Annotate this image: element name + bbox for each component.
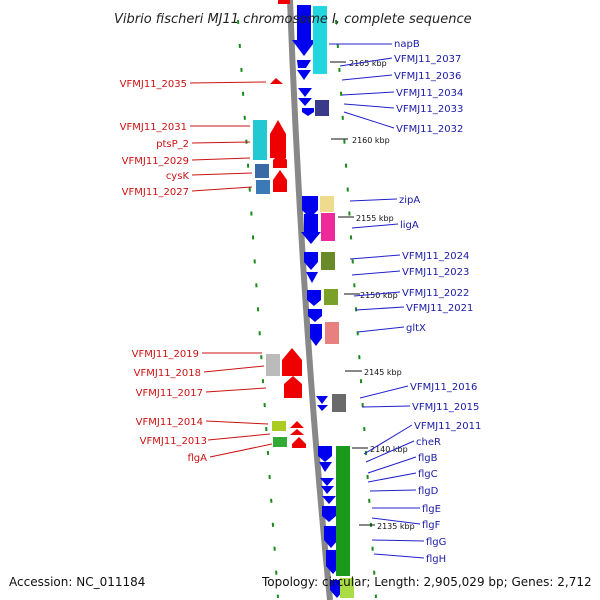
tick-label: 2135 kbp: [377, 522, 415, 531]
tick-marks: [330, 61, 375, 526]
gene-label: VFMJ11_2022: [402, 288, 469, 299]
gene-label: VFMJ11_2036: [394, 71, 461, 82]
gene-label: VFMJ11_2014: [136, 417, 203, 428]
gene-label: cysK: [166, 171, 190, 182]
gene-label: VFMJ11_2035: [120, 79, 187, 90]
accession-text: Accession: NC_011184: [9, 575, 145, 589]
gene-label: flgE: [422, 504, 441, 515]
gene-label: VFMJ11_2015: [412, 402, 479, 413]
gene-label: VFMJ11_2018: [134, 368, 201, 379]
forward-leader-lines: [329, 43, 425, 559]
reverse-cog-boxes: [253, 120, 287, 447]
gene-label: VFMJ11_2023: [402, 267, 469, 278]
forward-gene-arrows: [292, 5, 344, 598]
gene-label: VFMJ11_2017: [136, 388, 203, 399]
gene-label: VFMJ11_2031: [120, 122, 187, 133]
tick-label: 2155 kbp: [356, 214, 394, 223]
gene-label: flgF: [422, 520, 441, 531]
tick-label: 2160 kbp: [352, 136, 390, 145]
gene-label: VFMJ11_2033: [396, 104, 463, 115]
forward-gene-labels: napB VFMJ11_2037 VFMJ11_2036 VFMJ11_2034…: [394, 39, 481, 565]
gene-label: ptsP_2: [156, 139, 189, 150]
gene-label: napB: [394, 39, 420, 50]
gene-label: cheR: [416, 437, 441, 448]
gene-label: VFMJ11_2032: [396, 124, 463, 135]
reverse-gene-labels: VFMJ11_2035 VFMJ11_2031 ptsP_2 VFMJ11_20…: [120, 79, 207, 464]
chromosome-backbone: [287, 0, 333, 600]
gene-label: zipA: [399, 195, 420, 206]
tick-label: 2145 kbp: [364, 368, 402, 377]
gene-label: VFMJ11_2037: [394, 54, 461, 65]
gene-label: VFMJ11_2011: [414, 421, 481, 432]
tick-label: 2140 kbp: [370, 445, 408, 454]
gene-label: flgH: [426, 554, 446, 565]
gene-label: gltX: [406, 323, 426, 334]
map-title: Vibrio fischeri MJ11 chromosome I, compl…: [114, 12, 472, 27]
gene-label: VFMJ11_2013: [140, 436, 207, 447]
gene-label: flgG: [426, 537, 446, 548]
gene-label: ligA: [400, 220, 419, 231]
gene-label: VFMJ11_2034: [396, 88, 463, 99]
forward-cog-boxes: [313, 6, 354, 598]
gene-label: VFMJ11_2024: [402, 251, 469, 262]
topology-text: Topology: circular; Length: 2,905,029 bp…: [261, 575, 592, 589]
reverse-gene-arrows: [270, 0, 306, 448]
gene-label: flgD: [418, 486, 439, 497]
dotted-guides: [237, 19, 377, 599]
gene-label: flgC: [418, 469, 438, 480]
gene-label: flgA: [188, 453, 208, 464]
gene-label: VFMJ11_2019: [132, 349, 199, 360]
gene-label: flgB: [418, 453, 438, 464]
tick-label: 2165 kbp: [349, 59, 387, 68]
tick-label: 2150 kbp: [360, 291, 398, 300]
gene-label: VFMJ11_2021: [406, 303, 473, 314]
gene-label: VFMJ11_2027: [122, 187, 189, 198]
gene-label: VFMJ11_2029: [122, 156, 189, 167]
reverse-leader-lines: [189, 81, 273, 458]
gene-label: VFMJ11_2016: [410, 382, 477, 393]
tick-labels: 2165 kbp 2160 kbp 2155 kbp 2150 kbp 2145…: [349, 59, 415, 531]
